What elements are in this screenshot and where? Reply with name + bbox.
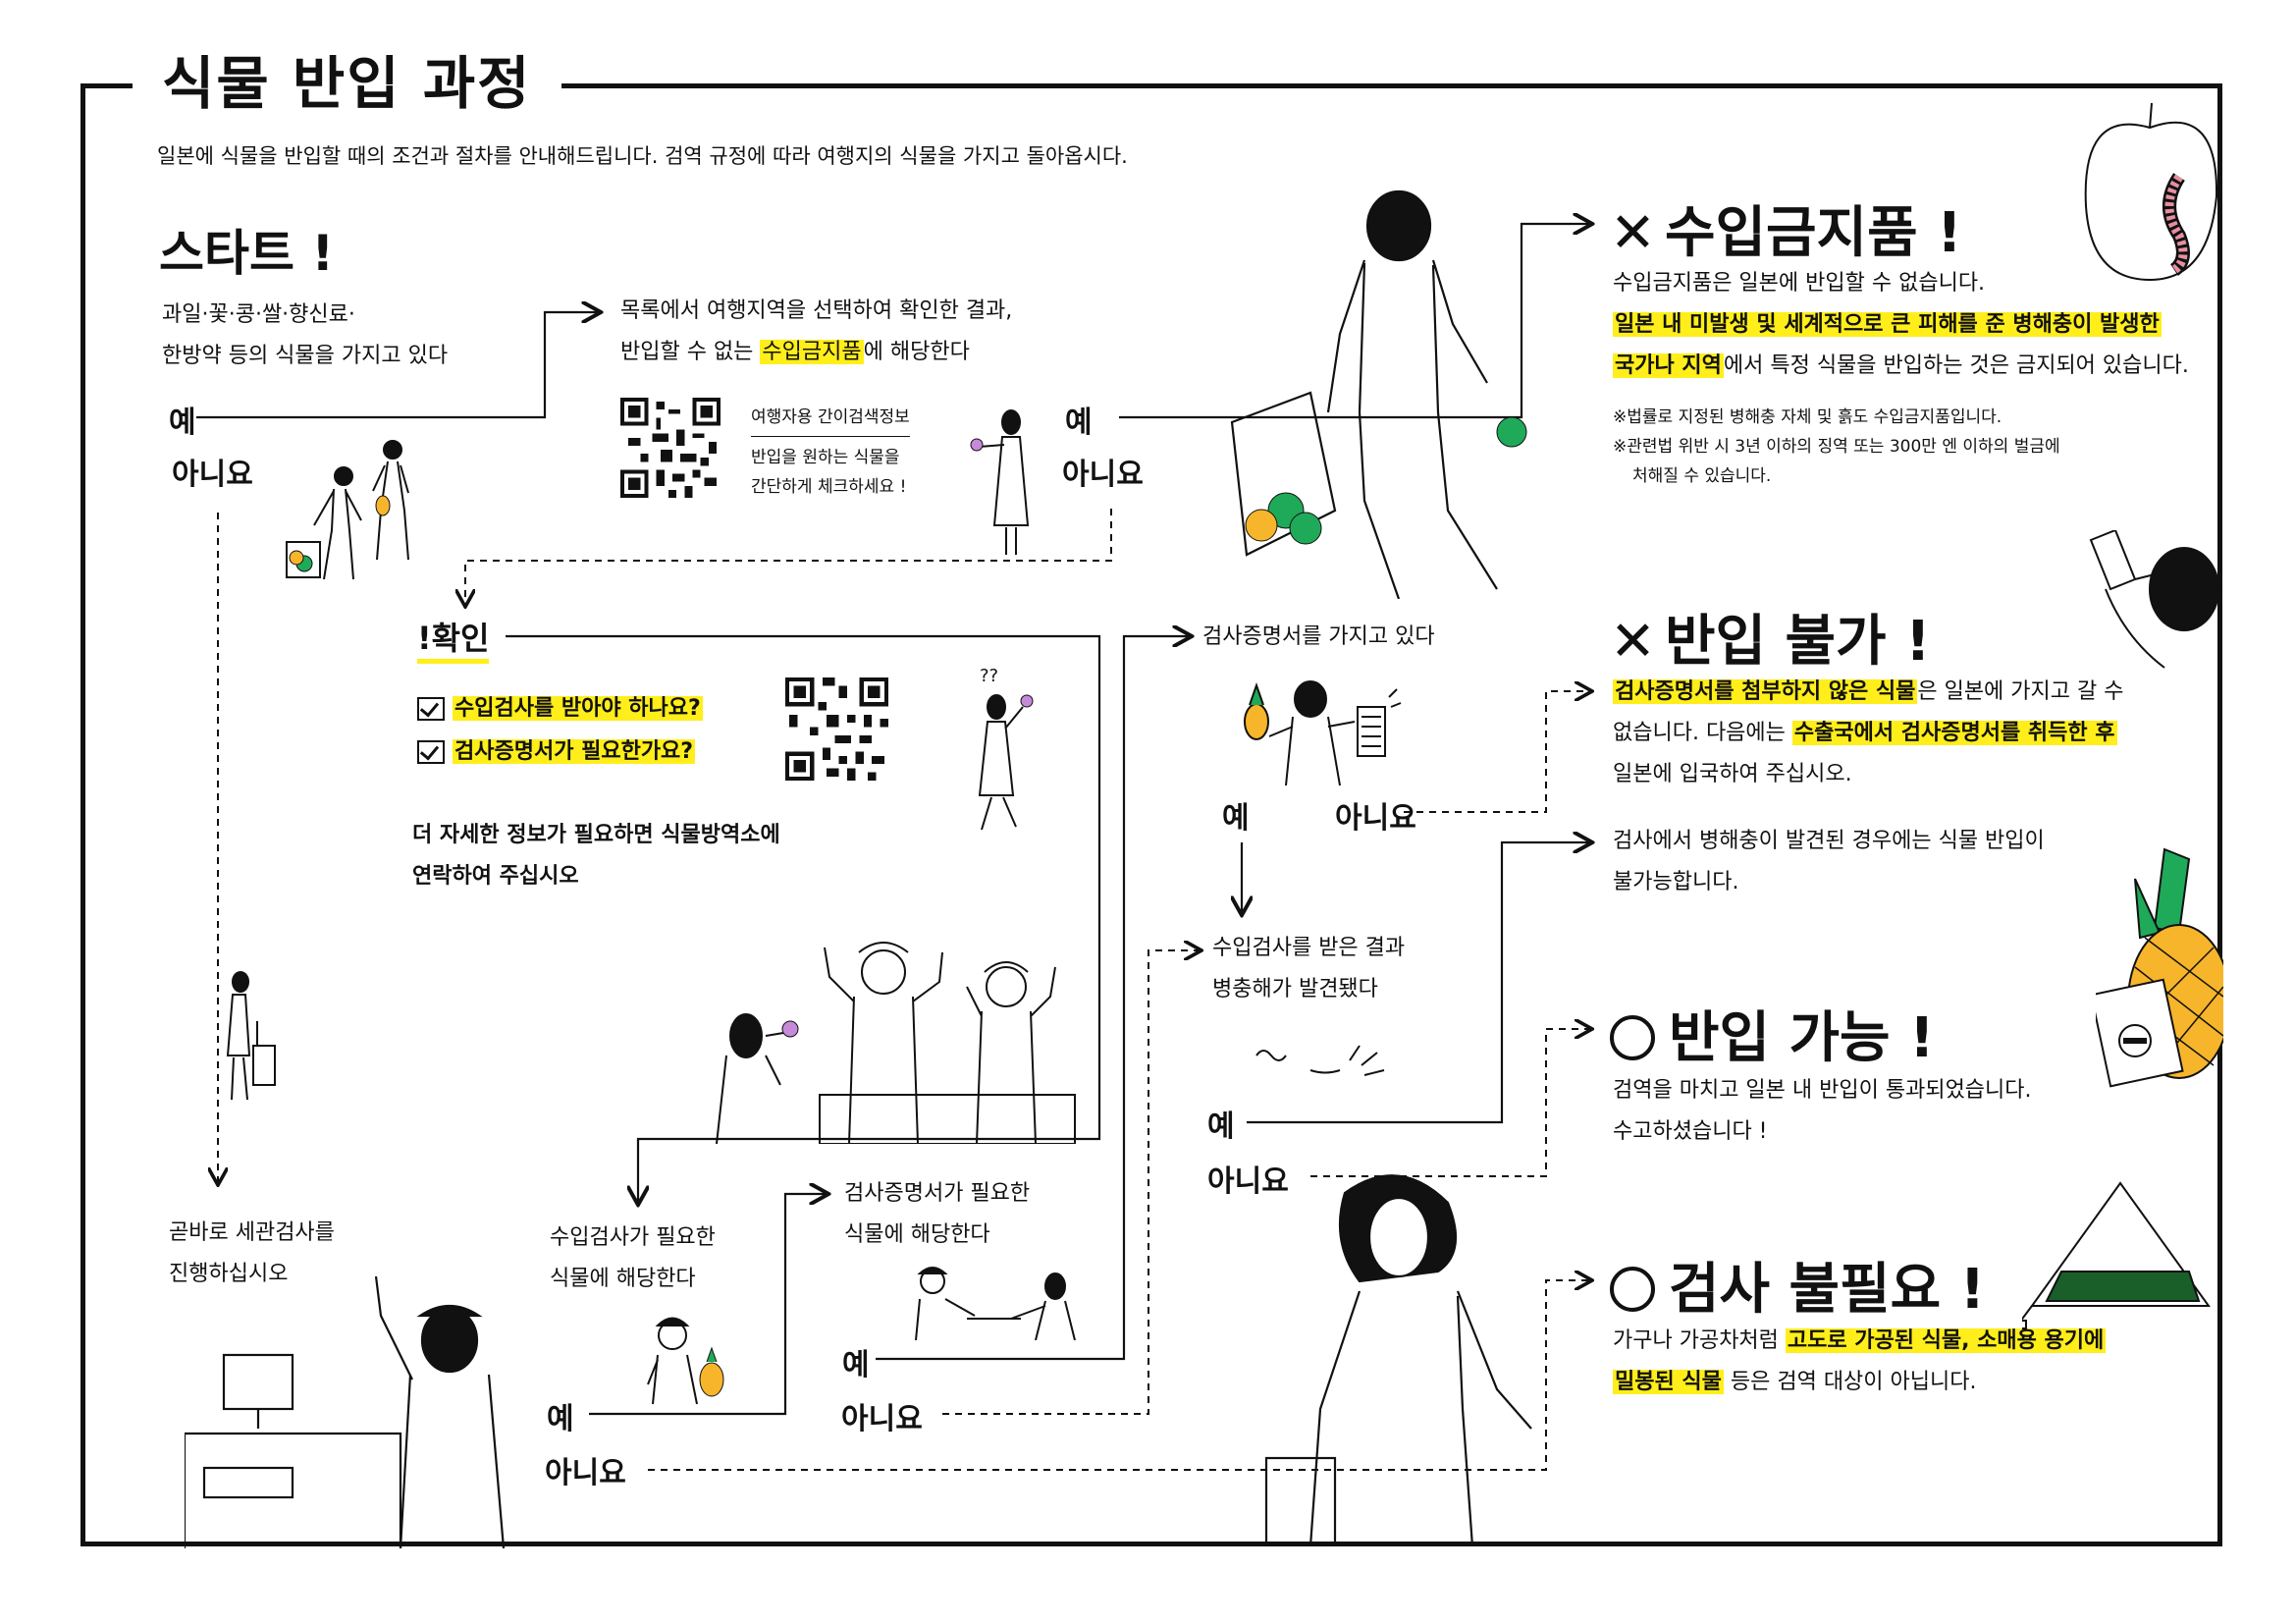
pest-bugs-illustration bbox=[1255, 1045, 1385, 1076]
hand-with-certificate-illustration bbox=[2089, 530, 2219, 669]
prohibited-check-line2: 반입할 수 없는 수입금지품에 해당한다 bbox=[620, 340, 970, 364]
needs-inspection-line1: 수입검사가 필요한 bbox=[550, 1225, 716, 1250]
needs-certificate-no: 아니요 bbox=[841, 1402, 923, 1436]
pest-found-line1: 검사에서 병해충이 발견된 경우에는 식물 반입이 bbox=[1613, 829, 2045, 853]
has-certificate-no: 아니요 bbox=[1335, 801, 1416, 836]
outcome-prohibited-line3: 국가나 지역에서 특정 식물을 반입하는 것은 금지되어 있습니다. bbox=[1613, 353, 2189, 378]
outcome-prohibited-note1: ※법률로 지정된 병해충 자체 및 흙도 수입금지품입니다. bbox=[1613, 407, 2002, 427]
inspection-result-text: 수입검사를 받은 결과 병충해가 발견됐다 bbox=[1212, 928, 1405, 1010]
outcome-prohibited-heading: ✕수입금지품 ! bbox=[1610, 201, 1962, 265]
needs-certificate-yes: 예 bbox=[842, 1348, 870, 1382]
confirm-questions: 수입검사를 받아야 하나요? 검사증명서가 필요한가요? bbox=[417, 687, 703, 774]
customs-officer-illustration bbox=[185, 1275, 506, 1548]
cross-icon: ✕ bbox=[1610, 610, 1656, 674]
customs-text: 곧바로 세관검사를 진행하십시오 bbox=[169, 1213, 335, 1295]
start-yes: 예 bbox=[169, 406, 196, 440]
prohibited-check-line1: 목록에서 여행지역을 선택하여 확인한 결과, bbox=[620, 298, 1013, 323]
confirm-more-line1: 더 자세한 정보가 필요하면 식물방역소에 bbox=[412, 823, 780, 847]
qr-search-title: 여행자용 간이검색정보 bbox=[751, 403, 910, 437]
outcome-allowed-text: 검역을 마치고 일본 내 반입이 통과되었습니다. 수고하셨습니다 ! bbox=[1613, 1070, 2032, 1153]
traveler-with-fruit-illustration bbox=[1230, 189, 1527, 599]
needs-inspection-line2: 식물에 해당한다 bbox=[550, 1267, 696, 1291]
apple-with-worm-illustration bbox=[2084, 102, 2218, 282]
confirm-heading: !확인 bbox=[417, 614, 490, 664]
inspection-result-yes: 예 bbox=[1207, 1110, 1235, 1144]
outcome-allowed-line2: 수고하셨습니다 ! bbox=[1613, 1119, 1768, 1144]
tea-bag-illustration bbox=[2022, 1181, 2211, 1329]
prohibited-yes: 예 bbox=[1065, 406, 1093, 440]
inspection-result-no: 아니요 bbox=[1207, 1164, 1289, 1199]
woman-traveler-illustration bbox=[1264, 1174, 1532, 1546]
start-line2: 한방약 등의 식물을 가지고 있다 bbox=[162, 344, 449, 368]
inspection-result-line2: 병충해가 발견됐다 bbox=[1212, 977, 1378, 1001]
needs-certificate-line1: 검사증명서가 필요한 bbox=[844, 1181, 1031, 1206]
needs-certificate-text: 검사증명서가 필요한 식물에 해당한다 bbox=[844, 1173, 1030, 1256]
woman-with-certificate-illustration bbox=[1244, 680, 1402, 785]
qr-code-confirm[interactable] bbox=[785, 677, 888, 781]
start-heading: 스타트 ! bbox=[159, 225, 335, 282]
quarantine-officers-illustration bbox=[716, 942, 1076, 1144]
outcome-prohibited-line2: 일본 내 미발생 및 세계적으로 큰 피해를 준 병해충이 발생한 bbox=[1613, 312, 2162, 337]
outcome-denied-line1: 검사증명서를 첨부하지 않은 식물은 일본에 가지고 갈 수 bbox=[1613, 679, 2124, 704]
has-certificate-yes: 예 bbox=[1222, 801, 1250, 836]
outcome-denied-text: 검사증명서를 첨부하지 않은 식물은 일본에 가지고 갈 수 없습니다. 다음에… bbox=[1613, 672, 2123, 795]
title-block: 식물 반입 과정 bbox=[133, 39, 561, 128]
pineapple-package-illustration bbox=[2096, 847, 2223, 1088]
needs-inspection-text: 수입검사가 필요한 식물에 해당한다 bbox=[550, 1218, 716, 1300]
officer-with-pineapple-illustration bbox=[647, 1317, 724, 1405]
certificate-desk-illustration bbox=[915, 1267, 1076, 1340]
outcome-prohibited-notes: ※법률로 지정된 병해충 자체 및 흙도 수입금지품입니다. ※관련법 위반 시… bbox=[1613, 403, 2060, 491]
start-text: 과일·꽃·콩·쌀·향신료· 한방약 등의 식물을 가지고 있다 bbox=[162, 295, 448, 377]
outcome-prohibited-text: 수입금지품은 일본에 반입할 수 없습니다. 일본 내 미발생 및 세계적으로 … bbox=[1613, 263, 2189, 387]
qr-search-line2: 간단하게 체크하세요 ! bbox=[751, 477, 907, 497]
page-title: 식물 반입 과정 bbox=[162, 50, 532, 117]
pest-found-line2: 불가능합니다. bbox=[1613, 870, 1739, 894]
outcome-exempt-heading: 검사 불필요 ! bbox=[1610, 1245, 1985, 1325]
outcome-exempt-line1: 가구나 가공차처럼 고도로 가공된 식물, 소매용 용기에 bbox=[1613, 1328, 2107, 1353]
qr-search-caption: 여행자용 간이검색정보 반입을 원하는 식물을 간단하게 체크하세요 ! bbox=[751, 403, 910, 502]
outcome-allowed-heading: 반입 가능 ! bbox=[1610, 994, 1935, 1073]
confirm-q1: 수입검사를 받아야 하나요? bbox=[417, 687, 703, 731]
inspection-result-line1: 수입검사를 받은 결과 bbox=[1212, 936, 1406, 960]
has-certificate-text: 검사증명서를 가지고 있다 bbox=[1202, 624, 1435, 649]
page-frame bbox=[80, 83, 2222, 1546]
confirm-more-info: 더 자세한 정보가 필요하면 식물방역소에 연락하여 주십시오 bbox=[412, 815, 780, 897]
outcome-exempt-line2: 밀봉된 식물 등은 검역 대상이 아닙니다. bbox=[1613, 1370, 1977, 1394]
outcome-denied-line3: 일본에 입국하여 주십시오. bbox=[1613, 762, 1852, 786]
travelers-illustration bbox=[286, 440, 409, 580]
outcome-allowed-line1: 검역을 마치고 일본 내 반입이 통과되었습니다. bbox=[1613, 1078, 2032, 1103]
intro-text: 일본에 식물을 반입할 때의 조건과 절차를 안내해드립니다. 검역 규정에 따… bbox=[157, 144, 1128, 168]
check-icon bbox=[417, 740, 445, 764]
woman-with-flower-illustration bbox=[970, 409, 1030, 555]
outcome-prohibited-note2: ※관련법 위반 시 3년 이하의 징역 또는 300만 엔 이하의 벌금에 bbox=[1613, 437, 2060, 457]
flight-attendant-illustration bbox=[226, 971, 276, 1101]
customs-line1: 곧바로 세관검사를 bbox=[169, 1220, 335, 1245]
start-line1: 과일·꽃·콩·쌀·향신료· bbox=[162, 302, 355, 327]
needs-inspection-yes: 예 bbox=[547, 1402, 574, 1436]
outcome-exempt-text: 가구나 가공차처럼 고도로 가공된 식물, 소매용 용기에 밀봉된 식물 등은 … bbox=[1613, 1321, 2107, 1403]
svg-text:??: ?? bbox=[980, 668, 998, 686]
cross-icon: ✕ bbox=[1610, 201, 1656, 265]
start-no: 아니요 bbox=[172, 458, 253, 492]
woman-question-illustration: ?? bbox=[978, 668, 1034, 831]
confirm-q2: 검사증명서가 필요한가요? bbox=[417, 731, 703, 774]
circle-icon bbox=[1610, 1015, 1655, 1060]
customs-line2: 진행하십시오 bbox=[169, 1262, 289, 1286]
prohibited-check-text: 목록에서 여행지역을 선택하여 확인한 결과, 반입할 수 없는 수입금지품에 … bbox=[620, 291, 1012, 373]
qr-code-search[interactable] bbox=[620, 398, 721, 498]
qr-search-line1: 반입을 원하는 식물을 bbox=[751, 448, 900, 467]
confirm-more-line2: 연락하여 주십시오 bbox=[412, 864, 579, 889]
needs-inspection-no: 아니요 bbox=[545, 1456, 626, 1490]
outcome-prohibited-note3: 처해질 수 있습니다. bbox=[1632, 466, 1772, 486]
outcome-denied-heading: ✕반입 불가 ! bbox=[1610, 610, 1931, 674]
outcome-denied-line2: 없습니다. 다음에는 수출국에서 검사증명서를 취득한 후 bbox=[1613, 721, 2117, 745]
circle-icon bbox=[1610, 1267, 1655, 1312]
check-icon bbox=[417, 697, 445, 721]
pest-found-text: 검사에서 병해충이 발견된 경우에는 식물 반입이 불가능합니다. bbox=[1613, 821, 2045, 903]
prohibited-no: 아니요 bbox=[1062, 458, 1144, 492]
needs-certificate-line2: 식물에 해당한다 bbox=[844, 1222, 990, 1247]
outcome-prohibited-line1: 수입금지품은 일본에 반입할 수 없습니다. bbox=[1613, 271, 1986, 296]
